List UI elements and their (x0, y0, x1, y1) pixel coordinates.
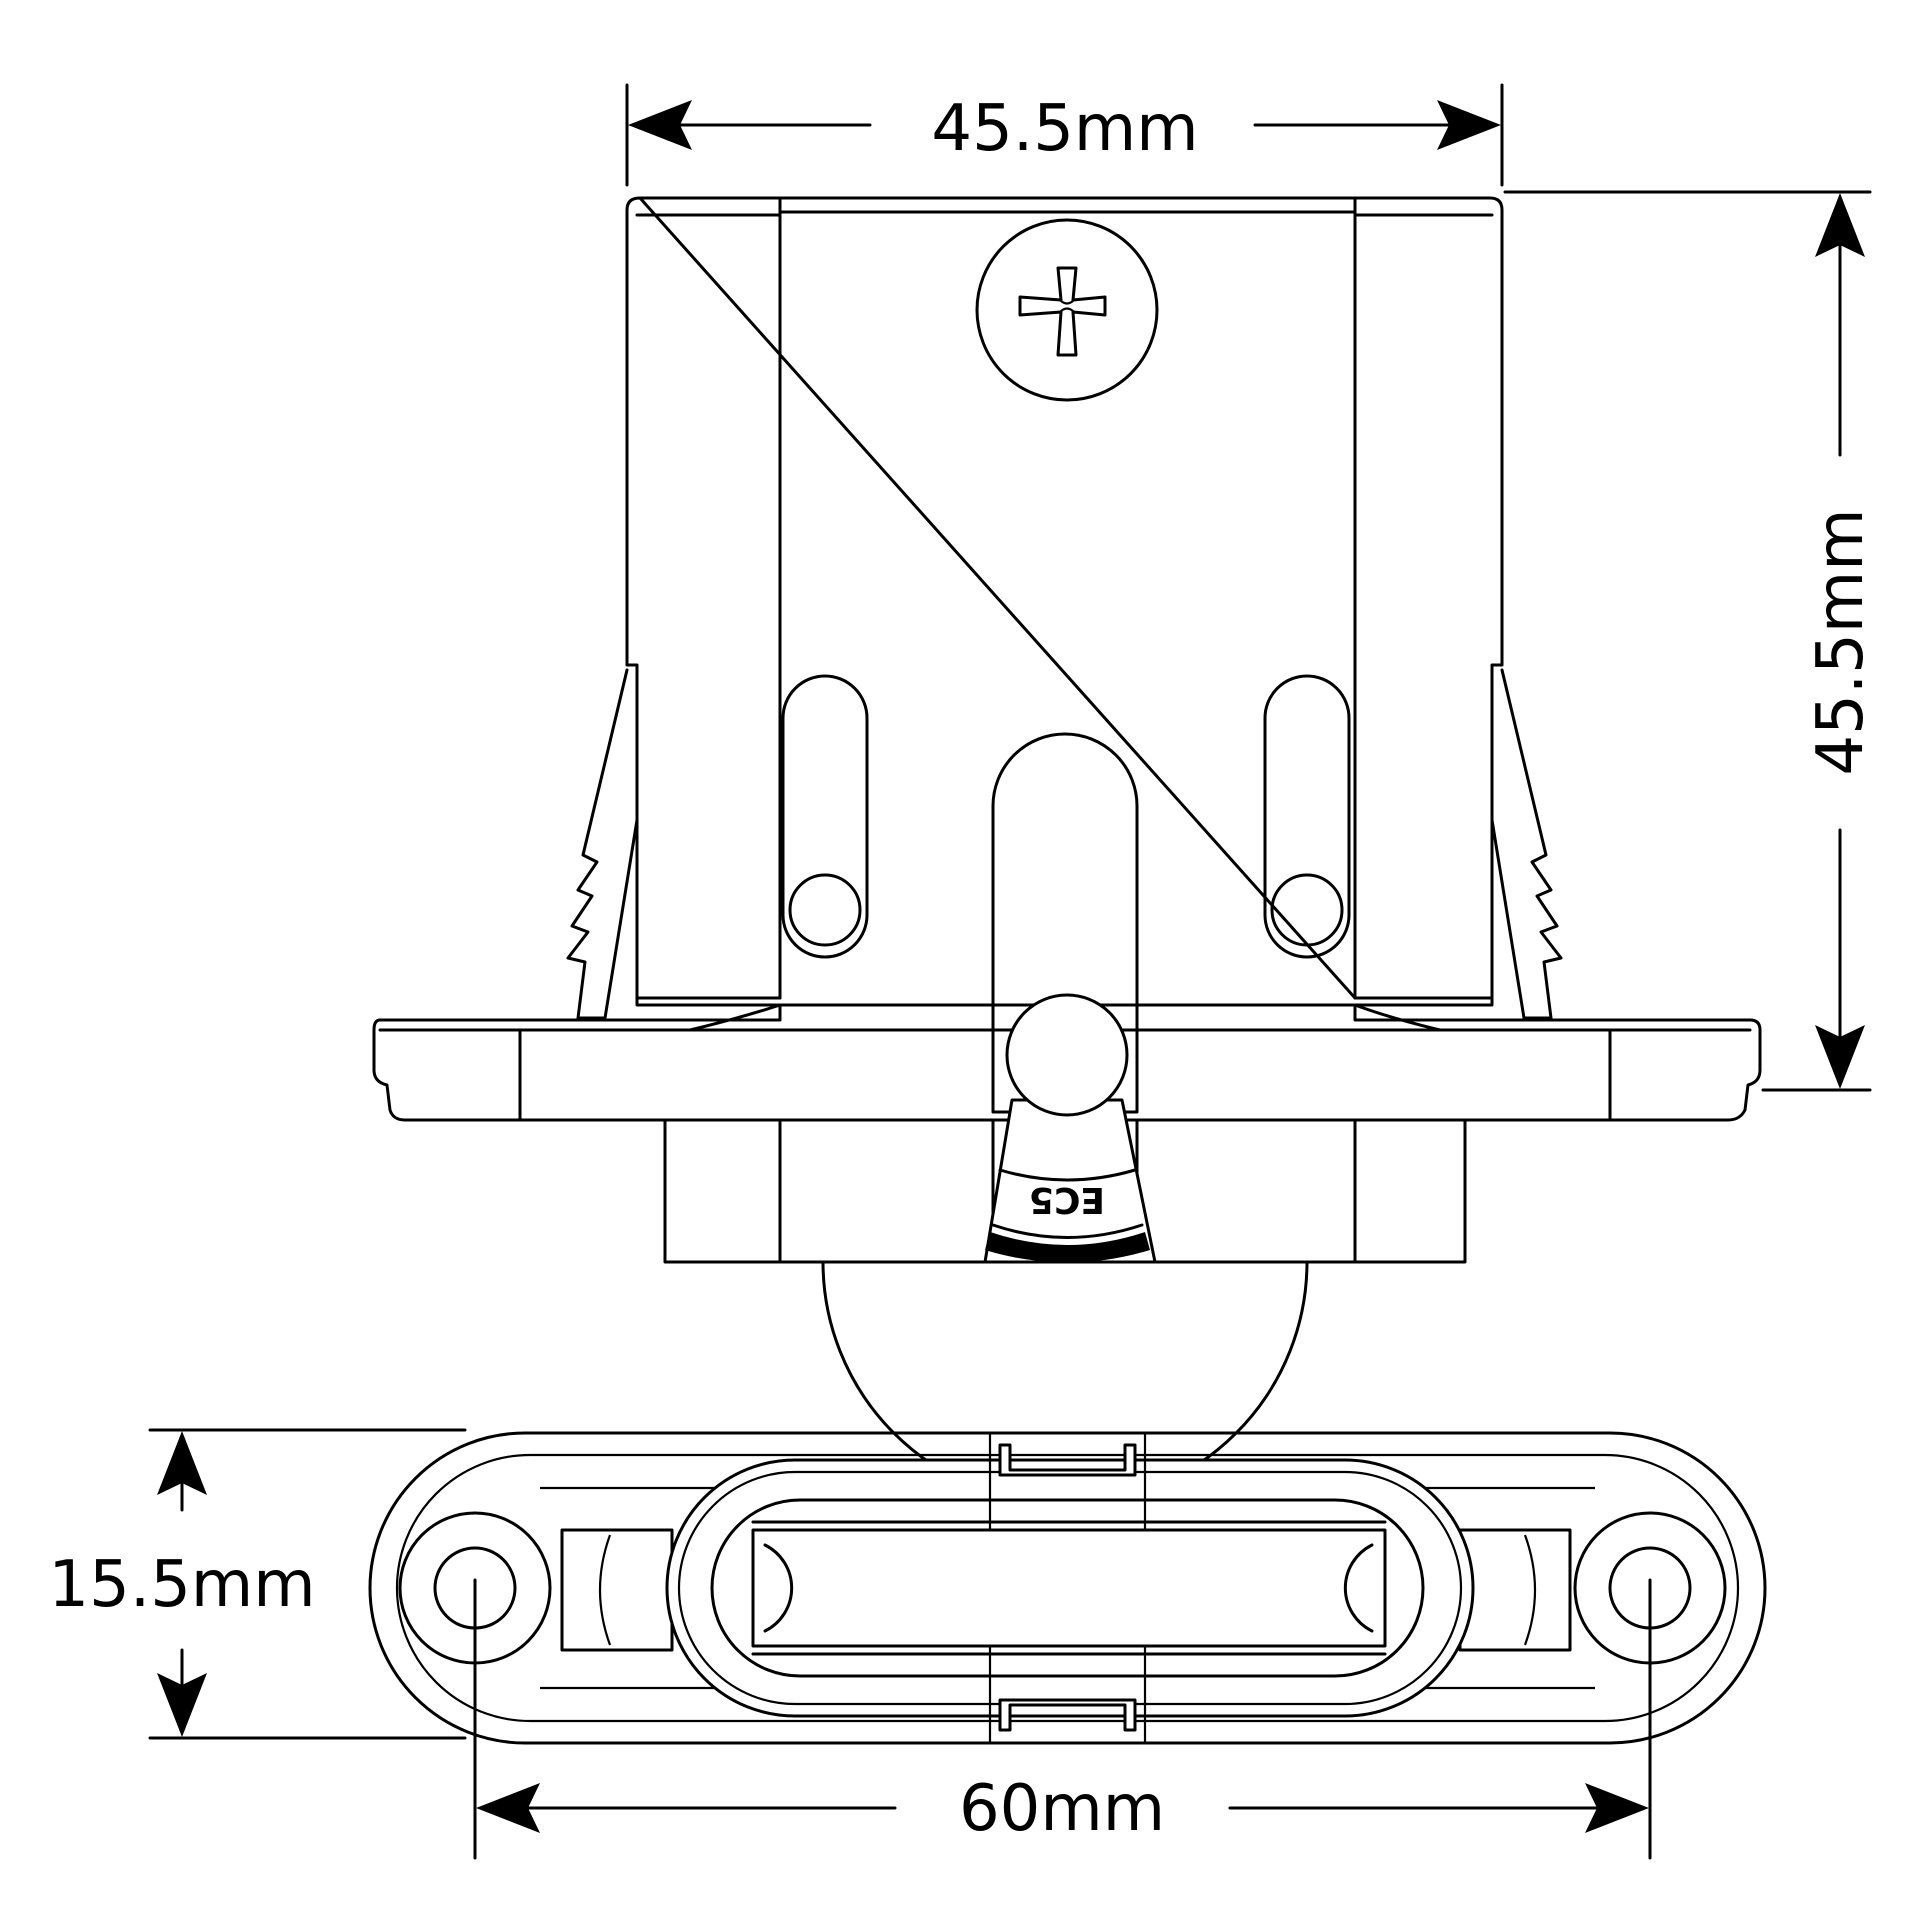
dimension-right-height: 45.5mm (1503, 190, 1878, 1092)
dimension-label-bottom-length: 60mm (959, 1772, 1165, 1846)
left-slot-pin (788, 873, 862, 947)
center-pin (1005, 993, 1129, 1117)
lower-block (663, 1118, 995, 1264)
wheel-plan (751, 1528, 1387, 1648)
base-plate (372, 1003, 1762, 1122)
dimension-label-left-thickness: 15.5mm (48, 1548, 315, 1622)
dimension-left-thickness: 15.5mm (48, 1428, 467, 1740)
right-slot-pin (1270, 873, 1344, 947)
plan-view (368, 1431, 1767, 1745)
left-barb (566, 668, 639, 1020)
side-view: EC5 (372, 196, 1762, 1506)
housing-body (625, 196, 1504, 1007)
wheel-stamp: EC5 (1029, 1179, 1105, 1220)
right-slot (1263, 674, 1351, 959)
left-slot (781, 674, 869, 959)
dimension-label-right-height: 45.5mm (1804, 508, 1878, 775)
screw-icon (975, 218, 1159, 402)
center-slot (991, 732, 1139, 1114)
wheel-band (985, 1232, 1150, 1263)
plan-outline (368, 1431, 1767, 1745)
right-barb (1490, 668, 1563, 1020)
dimension-top-width: 45.5mm (625, 83, 1504, 187)
dimension-label-top-width: 45.5mm (931, 92, 1198, 166)
dimension-bottom-length: 60mm (473, 1578, 1652, 1860)
